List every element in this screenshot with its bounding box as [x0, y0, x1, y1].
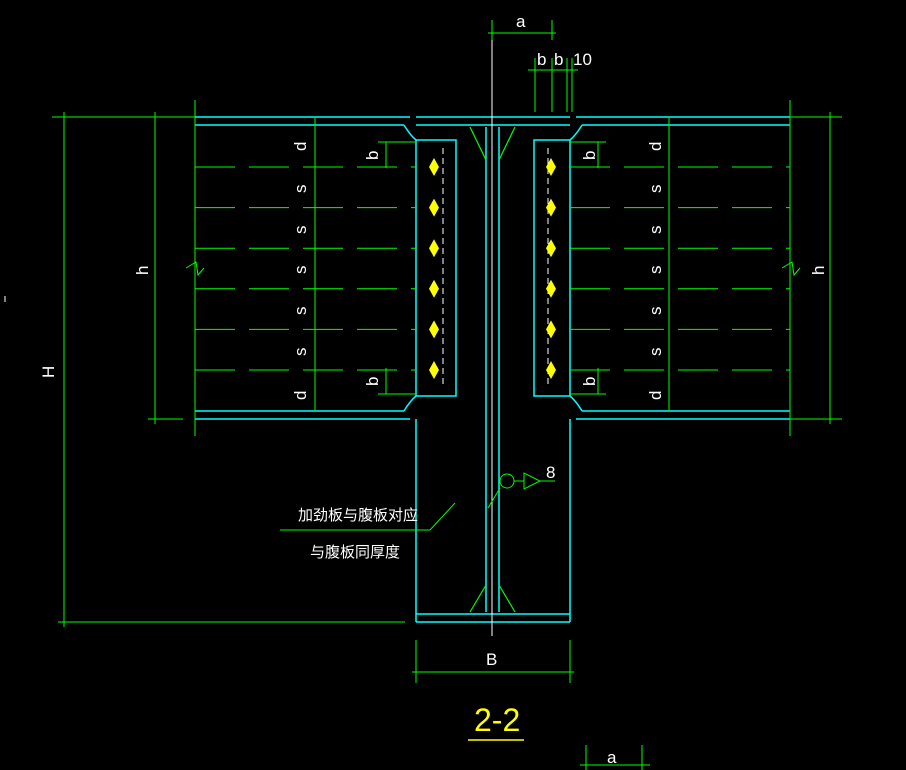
label-h-right: h [809, 266, 828, 275]
spacing-labels: d d s s s s s s s s s s d d b b b b [291, 142, 665, 400]
right-connection-plate [533, 139, 570, 397]
bolt-icon [546, 158, 556, 176]
bolt-icon [429, 158, 439, 176]
spacing-label-right: s [646, 307, 665, 316]
bolt-icon [429, 361, 439, 379]
note-line-1: 加劲板与腹板对应 [298, 506, 418, 524]
label-b-left-bottom: b [363, 377, 382, 386]
column-top-cap [416, 116, 570, 126]
spacing-label-left: d [291, 142, 310, 151]
left-connection-plate [416, 139, 457, 397]
bolt-row-lines [195, 166, 790, 371]
label-b-right-top: b [580, 151, 599, 160]
label-B: B [486, 650, 497, 669]
bolt-icon [429, 279, 439, 298]
note: 加劲板与腹板对应 与腹板同厚度 [298, 506, 418, 561]
spacing-label-left: s [291, 307, 310, 316]
spacing-label-left: d [291, 391, 310, 400]
label-b-right-bottom: b [580, 377, 599, 386]
label-H: H [39, 366, 58, 378]
bolt-icon [546, 239, 556, 258]
dimension-lines [52, 20, 842, 770]
spacing-label-left: s [291, 226, 310, 235]
spacing-label-right: s [646, 266, 665, 275]
spacing-label-right: d [646, 142, 665, 151]
weld-fillets [469, 126, 516, 613]
spacing-label-right: s [646, 226, 665, 235]
label-weld-size: 8 [546, 463, 555, 482]
label-b-1: b [537, 50, 546, 69]
centerlines [442, 20, 571, 636]
label-b-2: b [554, 50, 563, 69]
spacing-label-right: s [646, 185, 665, 194]
bolt-icon [546, 198, 556, 217]
label-b-left-top: b [363, 151, 382, 160]
dimension-labels: a b b 10 H h h B a 8 [39, 12, 828, 767]
spacing-label-left: s [291, 266, 310, 275]
bolt-icon [429, 320, 439, 339]
label-a-top: a [516, 12, 526, 31]
label-10: 10 [573, 50, 592, 69]
bolt-group [429, 158, 556, 379]
bolt-icon [546, 361, 556, 379]
bolt-icon [429, 239, 439, 258]
section-title-text: 2-2 [474, 702, 520, 738]
spacing-label-left: s [291, 348, 310, 357]
spacing-label-right: d [646, 391, 665, 400]
label-a-bottom: a [607, 748, 617, 767]
bolt-icon [429, 198, 439, 217]
spacing-label-right: s [646, 348, 665, 357]
label-h-left: h [133, 266, 152, 275]
note-line-2: 与腹板同厚度 [310, 543, 400, 561]
bolt-icon [546, 279, 556, 298]
section-title: 2-2 [468, 702, 524, 741]
bolt-icon [546, 320, 556, 339]
spacing-label-left: s [291, 185, 310, 194]
